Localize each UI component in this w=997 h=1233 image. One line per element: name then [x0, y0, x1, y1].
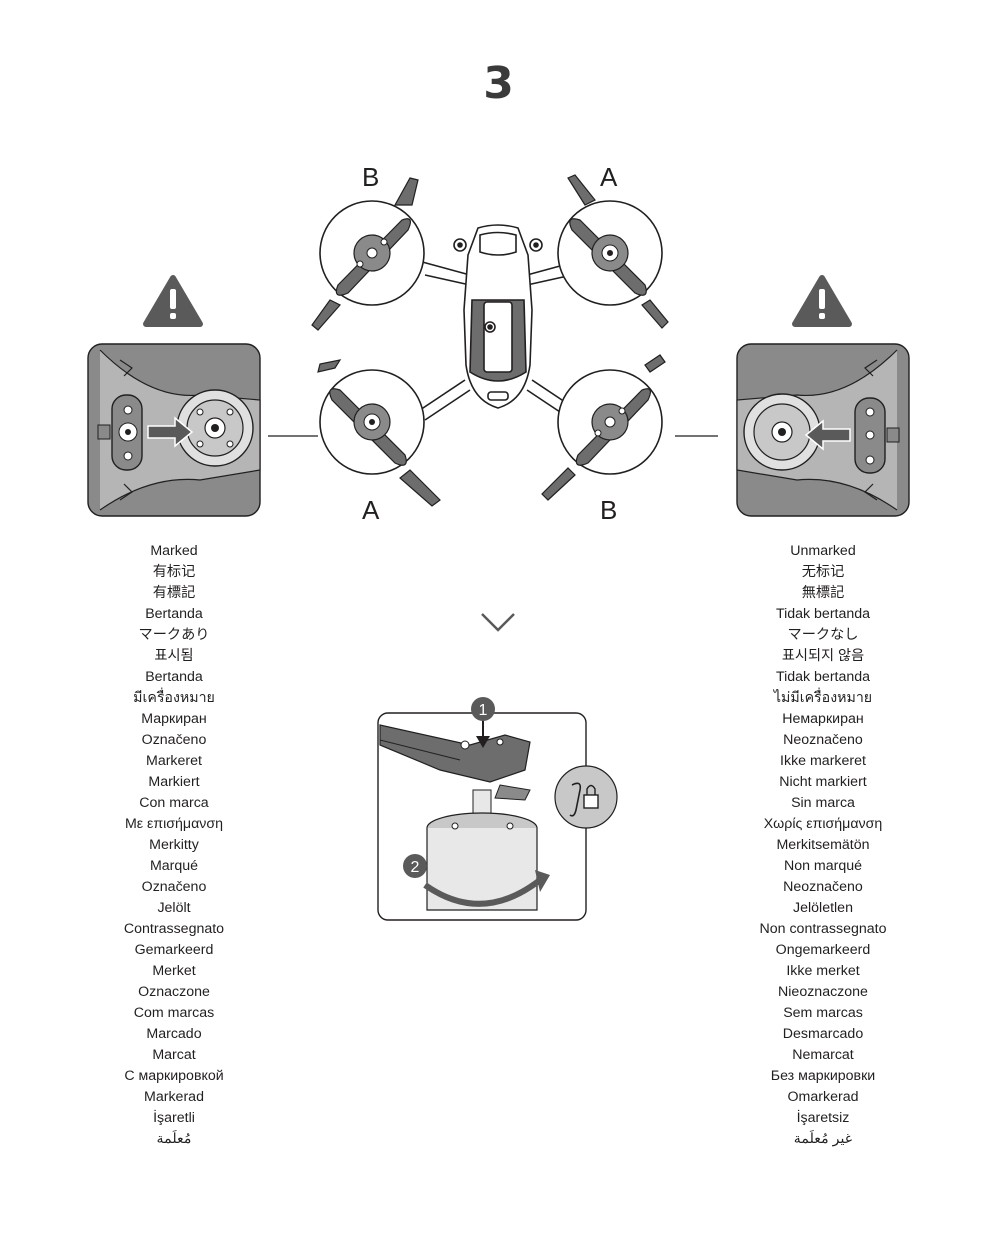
unmarked-label: Sem marcas [783, 1005, 863, 1021]
marked-label: مُعلَمة [156, 1131, 192, 1147]
unmarked-label: Nemarcat [792, 1047, 854, 1063]
unmarked-label: Sin marca [791, 795, 855, 811]
unmarked-label: Χωρίς επισήμανση [763, 816, 883, 832]
propeller-letter-top-right: A [600, 162, 618, 192]
marked-label: Gemarkeerd [134, 942, 214, 958]
propeller-letter-bottom-left: A [362, 495, 380, 525]
step-1-badge: 1 [471, 697, 495, 721]
warning-triangle-icon [143, 275, 203, 327]
step-1-number: 1 [479, 702, 488, 719]
unmarked-label: 无标记 [801, 564, 845, 580]
propeller-top-right [557, 174, 669, 329]
unmarked-label: Desmarcado [782, 1026, 864, 1042]
marked-label: Merkitty [149, 837, 199, 853]
step-number: 3 [483, 58, 514, 109]
marked-label: Маркиран [141, 711, 207, 727]
marked-label: Označeno [141, 732, 207, 748]
propeller-letter-top-left: B [362, 162, 380, 192]
marked-label: Merket [152, 963, 196, 979]
drone-body [414, 224, 583, 421]
marked-label: Bertanda [145, 669, 203, 685]
unmarked-label: Neoznačeno [783, 732, 863, 748]
unmarked-label: Tidak bertanda [775, 669, 871, 685]
unmarked-label: Nieoznaczone [778, 984, 868, 1000]
propeller-bottom-right [541, 354, 666, 501]
unmarked-label: Jelöletlen [793, 900, 853, 916]
propeller-installation-detail [377, 712, 587, 921]
unmarked-labels-list: Unmarked 无标记無標記 Tidak bertanda マークなし 표시되지 않음… [703, 541, 943, 1150]
unmarked-label: Unmarked [790, 543, 856, 559]
marked-label: Marked [150, 543, 198, 559]
marked-label: Jelölt [157, 900, 191, 916]
marked-label: С маркировкой [124, 1068, 224, 1084]
marked-label: Markiert [148, 774, 200, 790]
marked-label: Označeno [141, 879, 207, 895]
unmarked-label: Немаркиран [782, 711, 864, 727]
marked-label: Markerad [144, 1089, 204, 1105]
marked-label: マークあり [138, 627, 210, 643]
unmarked-label: Merkitsemätön [776, 837, 870, 853]
unmarked-label: ไม่มีเครื่องหมาย [773, 690, 873, 706]
unmarked-label: Neoznačeno [783, 879, 863, 895]
marked-label: 표시됨 [154, 648, 194, 664]
lock-icon [554, 765, 618, 829]
marked-label: Oznaczone [138, 984, 210, 1000]
marked-label: Contrassegnato [123, 921, 225, 937]
unmarked-label: マークなし [787, 627, 859, 643]
marked-label: İşaretli [153, 1110, 195, 1126]
unmarked-label: Без маркировки [770, 1068, 876, 1084]
marked-label: Marcado [146, 1026, 202, 1042]
step-2-number: 2 [411, 859, 420, 876]
marked-label: มีเครื่องหมาย [133, 690, 215, 706]
chevron-down-icon [481, 613, 515, 632]
step-2-badge: 2 [403, 854, 427, 878]
marked-label: Marqué [149, 858, 199, 874]
unmarked-label: غير مُعلَمة [793, 1131, 853, 1147]
unmarked-label: Nicht markiert [779, 774, 867, 790]
unmarked-label: Non contrassegnato [759, 921, 887, 937]
warning-triangle-icon [792, 275, 852, 327]
marked-label: Markeret [146, 753, 202, 769]
unmarked-label: 無標記 [801, 585, 845, 601]
unmarked-label: Non marqué [783, 858, 863, 874]
marked-label: 有标记 [152, 564, 196, 580]
marked-labels-list: Marked 有标记有標記 Bertanda マークあり 표시됨 Bertanda มีเค… [54, 541, 294, 1150]
unmarked-label: Ikke merket [786, 963, 860, 979]
unmarked-label: Tidak bertanda [775, 606, 871, 622]
marked-label: Με επισήμανση [124, 816, 224, 832]
unmarked-propeller-detail-panel [736, 343, 910, 517]
marked-label: 有標記 [152, 585, 196, 601]
unmarked-label: Ikke markeret [780, 753, 866, 769]
marked-label: Marcat [152, 1047, 196, 1063]
propeller-letter-bottom-right: B [600, 495, 618, 525]
marked-label: Bertanda [145, 606, 203, 622]
marked-label: Con marca [139, 795, 209, 811]
propeller-top-left [311, 177, 425, 331]
propeller-bottom-left [317, 359, 441, 507]
unmarked-label: Omarkerad [787, 1089, 859, 1105]
marked-propeller-detail-panel [87, 343, 261, 517]
unmarked-label: İşaretsiz [796, 1110, 850, 1126]
unmarked-label: Ongemarkeerd [775, 942, 871, 958]
marked-label: Com marcas [133, 1005, 215, 1021]
unmarked-label: 표시되지 않음 [781, 648, 865, 664]
